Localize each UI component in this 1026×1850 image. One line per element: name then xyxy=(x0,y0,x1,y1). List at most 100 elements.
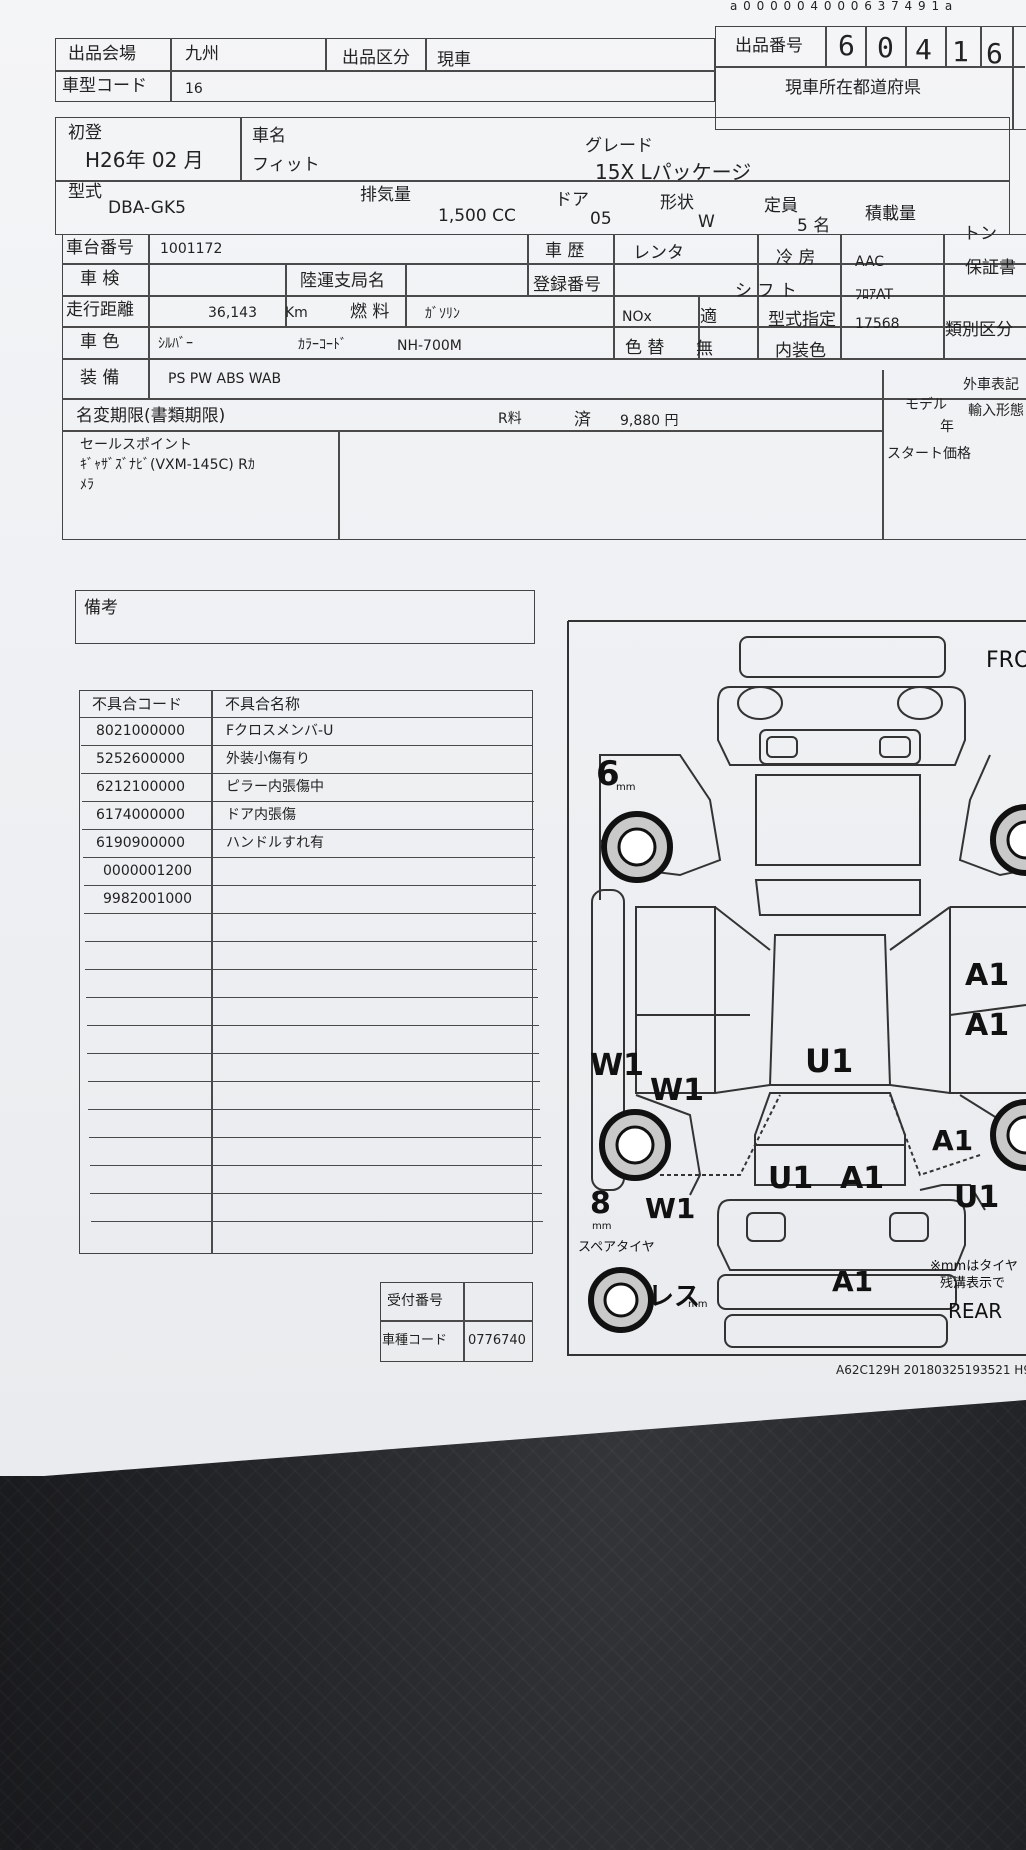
defect-row-line xyxy=(81,773,534,775)
nox-value: 適 xyxy=(700,307,717,327)
first-reg-value: H26年 02 月 xyxy=(85,148,204,172)
defect-row-line xyxy=(85,969,538,971)
sales-point-line2: ﾒﾗ xyxy=(80,477,94,493)
repaint-value: 無 xyxy=(696,339,713,359)
defect-row-line xyxy=(89,1165,542,1167)
tread-front-unit: mm xyxy=(616,782,635,793)
grade-label: グレード xyxy=(585,136,653,156)
front-right-tire xyxy=(990,804,1026,876)
ac-value: AAC xyxy=(855,254,885,270)
class-label: 類別区分 xyxy=(945,320,1013,340)
reg-no-label: 登録番号 xyxy=(533,275,601,295)
import-label: 輸入形態 xyxy=(968,403,1024,419)
defect-row-line xyxy=(87,1081,540,1083)
name-label: 車名 xyxy=(252,126,286,146)
shift-value: ﾌﾛｱAT xyxy=(855,287,894,303)
defect-row-line xyxy=(87,1053,540,1055)
defect-name-4: ドア内張傷 xyxy=(226,807,296,823)
defect-row-line xyxy=(83,885,536,887)
defect-row-line xyxy=(90,1193,543,1195)
defect-name-2: 外装小傷有り xyxy=(226,751,310,767)
defect-code-2: 5252600000 xyxy=(96,751,186,767)
displacement-value: 1,500 CC xyxy=(438,206,516,226)
defect-code-6: 0000001200 xyxy=(103,863,193,879)
mileage-label: 走行距離 xyxy=(66,300,134,320)
color-code-label: ｶﾗｰｺｰﾄﾞ xyxy=(298,337,347,353)
shape-value: W xyxy=(698,212,715,232)
lot-digit-5: 6 xyxy=(986,37,1003,70)
sales-point-label: セールスポイント xyxy=(80,437,192,453)
door-label: ドア xyxy=(555,190,589,210)
equipment-label: 装 備 xyxy=(80,368,120,388)
mark-a1-bumper: A1 xyxy=(832,1265,873,1298)
interior-label: 内装色 xyxy=(775,341,826,361)
equipment-value: PS PW ABS WAB xyxy=(168,371,282,387)
category-label: 出品区分 xyxy=(342,48,410,68)
lot-digit-1: 6 xyxy=(838,29,855,62)
defect-row-line xyxy=(86,997,538,999)
defect-row-line xyxy=(84,941,537,943)
mark-u1-right: U1 xyxy=(954,1180,999,1215)
history-label: 車 歴 xyxy=(545,241,585,261)
spare-value: レス xyxy=(648,1282,700,1312)
mark-w1-left: W1 xyxy=(590,1048,644,1083)
recycle-value: 9,880 円 xyxy=(620,413,679,429)
mark-a1-door1: A1 xyxy=(965,958,1009,993)
mark-w1-door: W1 xyxy=(650,1073,704,1108)
lot-digit-3: 4 xyxy=(915,33,932,66)
footer-code: A62C129H 20180325193521 H9 xyxy=(836,1363,1026,1377)
chassis-label: 車台番号 xyxy=(66,238,134,258)
category-value: 現車 xyxy=(437,50,471,70)
defect-row-line xyxy=(80,745,533,747)
details-box xyxy=(62,234,1026,540)
tread-front: 6 xyxy=(596,754,620,794)
ac-label: 冷 房 xyxy=(776,248,816,268)
car-damage-diagram: FRO REAR 6 mm 8 mm スペアタイヤ レス mm ※mmはタイヤ … xyxy=(567,620,1026,1356)
defects-col-name: 不具合名称 xyxy=(225,695,301,713)
name-value: フィット xyxy=(252,155,320,175)
recycle-label: R料 xyxy=(498,411,522,427)
defect-code-5: 6190900000 xyxy=(96,835,186,851)
shift-label: シ フ ト xyxy=(735,281,797,301)
color-label: 車 色 xyxy=(80,332,120,352)
defect-code-4: 6174000000 xyxy=(96,807,186,823)
bureau-label: 陸運支局名 xyxy=(300,271,385,291)
inspection-label: 車 検 xyxy=(80,269,120,289)
spare-unit: mm xyxy=(688,1299,707,1310)
history-value: レンタ xyxy=(633,243,684,263)
defect-row-line xyxy=(82,829,535,831)
mileage-value: 36,143 xyxy=(208,305,257,321)
rear-label: REAR xyxy=(948,1299,1002,1323)
defect-row-line xyxy=(89,1137,541,1139)
grade-value: 15X Lパッケージ xyxy=(595,160,752,184)
tread-note-1: ※mmはタイヤ xyxy=(930,1259,1018,1274)
type-label: 型式 xyxy=(68,182,102,202)
reception-number-label: 受付番号 xyxy=(387,1293,443,1309)
mark-u1-center: U1 xyxy=(805,1042,853,1080)
defect-code-1: 8021000000 xyxy=(96,723,186,739)
venue-value: 九州 xyxy=(185,44,219,64)
lot-digit-4: 1 xyxy=(952,35,969,68)
notes-box xyxy=(75,590,535,644)
rear-right-tire xyxy=(990,1099,1026,1171)
notes-label: 備考 xyxy=(84,598,118,618)
defect-row-line xyxy=(80,717,532,719)
reception-box xyxy=(380,1282,533,1362)
defect-row-line xyxy=(90,1221,543,1223)
defect-row-line xyxy=(88,1109,541,1111)
tread-note-2: 残溝表示で xyxy=(940,1276,1005,1291)
lot-box xyxy=(715,26,1026,130)
mark-w1-rear: W1 xyxy=(645,1192,695,1225)
mark-a1-right-wheel: A1 xyxy=(932,1124,973,1157)
defect-name-3: ピラー内張傷中 xyxy=(226,779,324,795)
fuel-label: 燃 料 xyxy=(350,302,390,322)
barcode-number: a 0 0 0 0 0 4 0 0 0 6 3 7 4 9 1 a xyxy=(730,0,954,13)
defects-table xyxy=(79,690,533,1254)
defect-row-line xyxy=(86,1025,539,1027)
fuel-value: ｶﾞｿﾘﾝ xyxy=(425,306,460,322)
tread-rear: 8 xyxy=(590,1186,611,1221)
mark-u1-rear: U1 xyxy=(768,1161,813,1196)
tread-rear-unit: mm xyxy=(592,1221,611,1232)
front-label: FRO xyxy=(986,648,1026,673)
